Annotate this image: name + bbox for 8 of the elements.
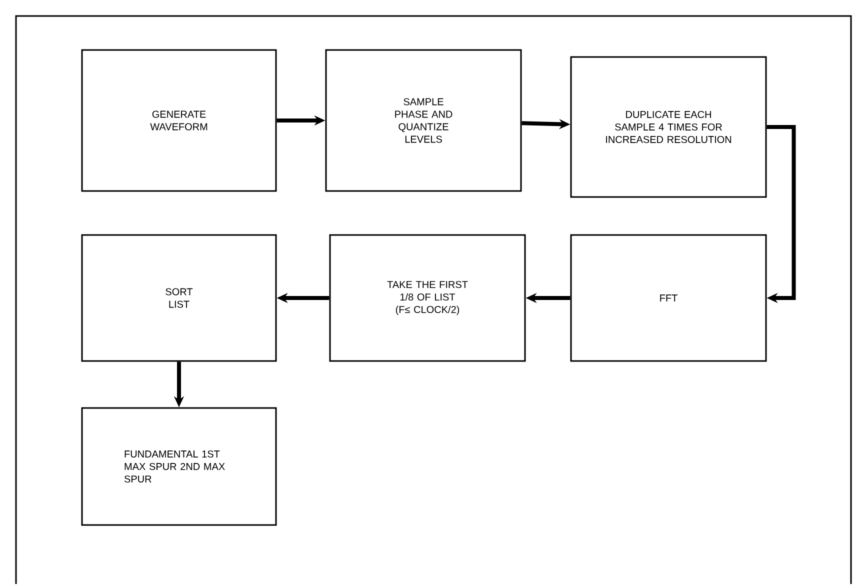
arrow (766, 125, 796, 304)
process-box: SAMPLE PHASE AND QUANTIZE LEVELS (325, 49, 522, 192)
process-box: DUPLICATE EACH SAMPLE 4 TIMES FOR INCREASED RESOLUTION (570, 56, 767, 198)
process-box: GENERATE WAVEFORM (81, 49, 277, 192)
process-box: SORT LIST (81, 234, 277, 362)
process-box: TAKE THE FIRST 1/8 OF LIST (F≤ CLOCK/2) (329, 234, 526, 362)
process-box: FUNDAMENTAL 1ST MAX SPUR 2ND MAX SPUR (81, 407, 277, 526)
process-box: FFT (570, 234, 767, 362)
